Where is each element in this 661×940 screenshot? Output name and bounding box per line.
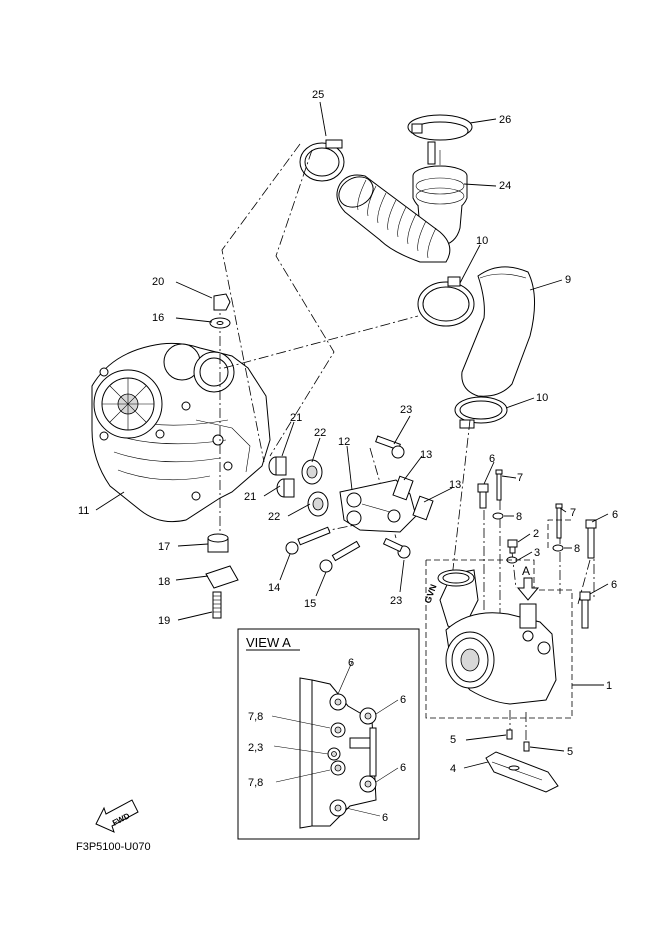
callout-6-right: 6 [612,509,618,521]
view-callout-2-3: 2,3 [248,742,263,754]
main-housing-11 [91,342,271,523]
callout-6-top: 6 [489,453,495,465]
stud-19 [212,591,222,619]
gasket-4 [485,751,559,793]
callout-13-upper: 13 [420,449,432,461]
callout-25: 25 [312,89,324,101]
callout-14: 14 [268,582,280,594]
view-callout-6-upper-right: 6 [400,694,406,706]
callout-16: 16 [152,312,164,324]
view-a-arrow-label: A [522,564,530,578]
callout-22-lower: 22 [268,511,280,523]
callout-18: 18 [158,576,170,588]
damper-22-lower [307,491,329,517]
callout-3: 3 [534,547,540,559]
callout-labels: 25 26 24 10 9 10 20 16 11 21 21 22 22 12… [78,89,618,775]
view-callout-6-lower-right: 6 [400,762,406,774]
bolt-7-top [495,469,503,501]
hose-clamp-10-upper [417,276,475,327]
collar-21-lower [276,478,295,498]
callout-17: 17 [158,541,170,553]
callout-7-right: 7 [570,507,576,519]
bolt-7-right [555,503,563,539]
callout-6-lower: 6 [611,579,617,591]
view-callout-7-8-upper: 7,8 [248,711,263,723]
callout-23-upper: 23 [400,404,412,416]
bolt-2 [507,539,518,554]
view-callout-7-8-lower: 7,8 [248,777,263,789]
callout-8-right: 8 [574,543,580,555]
dowel-5-left [506,729,513,740]
bolt-23-lower [382,537,411,559]
bolt-23-upper [375,435,405,459]
washer-16 [209,317,231,329]
callout-11: 11 [78,505,89,517]
callout-10-upper: 10 [476,235,488,247]
corrugated-hose [336,174,451,263]
diagram-code: F3P5100-U070 [76,841,151,853]
plate-18 [205,565,239,589]
callout-12: 12 [338,436,350,448]
callout-8-top: 8 [516,511,522,523]
bolt-14 [285,526,331,555]
view-callout-6-bottom: 6 [382,812,388,824]
callout-21-lower: 21 [244,491,256,503]
view-a-title: VIEW A [246,635,291,650]
callout-2: 2 [533,528,539,540]
dowel-5-right [523,741,530,752]
bolt-6-lower [579,591,591,629]
assembly-1: GVN [422,519,574,719]
grommet-17 [207,533,229,553]
leader-lines [95,101,609,769]
callout-1: 1 [606,680,612,692]
damper-22-upper [301,459,323,485]
callout-26: 26 [499,114,511,126]
bolt-6-top [477,483,489,509]
bolt-15 [319,540,361,573]
callout-7-top: 7 [517,472,523,484]
callout-21-upper: 21 [290,412,302,424]
cap-nut-20 [213,293,231,311]
callout-10-lower: 10 [536,392,548,404]
collar-21-upper [268,456,287,476]
view-a-panel: VIEW A 6 6 7,8 2,3 7,8 6 6 [237,628,420,840]
forward-arrow-icon: FWD [95,799,139,833]
bolt-6-right [585,519,597,559]
callout-9: 9 [565,274,571,286]
spacer-13-lower [412,495,434,521]
callout-5-left: 5 [450,734,456,746]
washer-8-right [552,544,564,552]
callout-23-lower: 23 [390,595,402,607]
callout-20: 20 [152,276,164,288]
callout-15: 15 [304,598,316,610]
spacer-13-upper [392,475,414,501]
housing-emblem: GVN [422,583,438,605]
callout-13-lower: 13 [449,479,461,491]
callout-24: 24 [499,180,511,192]
washer-8-top [492,512,504,520]
hose-clamp-26 [407,114,473,141]
hose-clamp-10-lower [454,396,508,429]
hose-9 [461,266,536,397]
view-callout-6-top: 6 [348,657,354,669]
callout-19: 19 [158,615,170,627]
view-a-arrow: A [516,564,540,601]
callout-22-upper: 22 [314,427,326,439]
callout-5-right: 5 [567,746,573,758]
callout-4: 4 [450,763,456,775]
hose-clamp-25 [299,139,345,182]
